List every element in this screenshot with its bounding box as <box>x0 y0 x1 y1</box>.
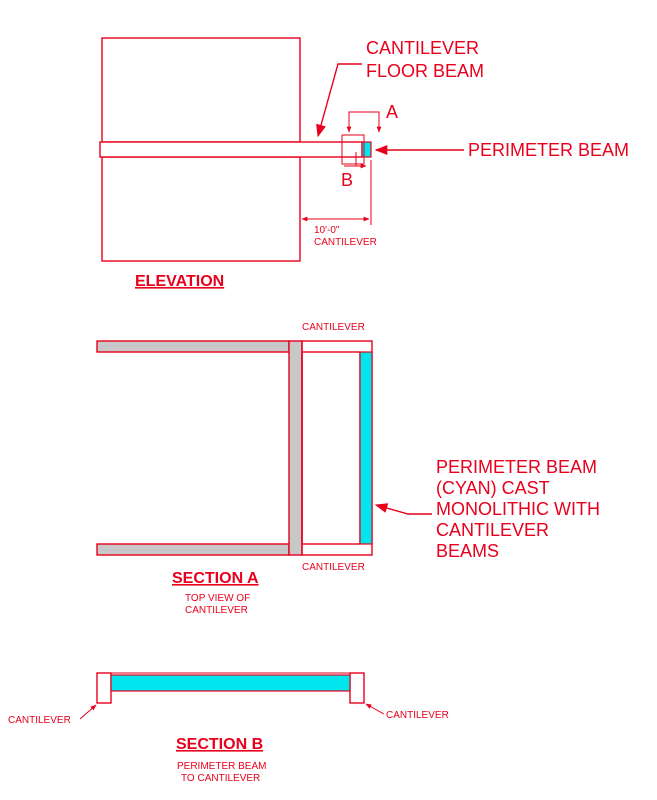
bottom-cantilever-beam <box>96 543 290 556</box>
section-b-label-right: CANTILEVER <box>386 710 449 721</box>
section-b-label-left: CANTILEVER <box>8 715 71 726</box>
label-perimeter-beam: PERIMETER BEAM <box>468 140 629 160</box>
section-cut-box <box>341 134 365 165</box>
section-a-subtitle-2: CANTILEVER <box>185 605 248 616</box>
left-cantilever-end <box>96 672 112 704</box>
top-cantilever-beam <box>96 340 290 353</box>
section-b-subtitle-1: PERIMETER BEAM <box>177 761 266 772</box>
leader-perimeter-note <box>374 503 432 515</box>
section-a-subtitle-1: TOP VIEW OF <box>185 593 250 604</box>
section-a-label-cantilever-top: CANTILEVER <box>302 322 365 333</box>
perimeter-beam-elevation <box>361 141 372 158</box>
perimeter-beam-plan <box>359 351 373 545</box>
leader-right-cantilever <box>365 703 385 715</box>
perimeter-beam-note-5: BEAMS <box>436 541 499 561</box>
section-a-title: SECTION A <box>172 570 259 587</box>
perimeter-beam-section <box>110 674 351 692</box>
section-b-view: CANTILEVER CANTILEVER SECTION B PERIMETE… <box>8 672 449 784</box>
leader-floor-beam <box>316 63 362 138</box>
elevation-title: ELEVATION <box>135 273 224 290</box>
label-floor-beam: FLOOR BEAM <box>366 61 484 81</box>
section-b-subtitle-2: TO CANTILEVER <box>181 773 260 784</box>
section-a-label-cantilever-bottom: CANTILEVER <box>302 562 365 573</box>
support-beam <box>288 340 303 556</box>
leader-left-cantilever <box>79 704 97 720</box>
perimeter-beam-note-4: CANTILEVER <box>436 520 549 540</box>
section-b-title: SECTION B <box>176 736 263 753</box>
dimension-value: 10'-0" <box>314 225 340 236</box>
perimeter-beam-note-2: (CYAN) CAST <box>436 478 550 498</box>
perimeter-beam-note-3: MONOLITHIC WITH <box>436 499 600 519</box>
elevation-view: A B CANTILEVER FLOOR BEAM PERIMETER BEAM… <box>99 37 629 290</box>
upper-brick-wall <box>101 37 301 143</box>
section-a-view: CANTILEVER CANTILEVER PERIMETER BEAM (CY… <box>96 322 600 616</box>
label-cantilever: CANTILEVER <box>366 38 479 58</box>
dimension-label: CANTILEVER <box>314 237 377 248</box>
cantilever-frame-inner <box>301 351 361 545</box>
section-a-marker <box>348 111 380 124</box>
right-cantilever-end <box>349 672 365 704</box>
cantilever-floor-beam <box>99 141 363 158</box>
lower-brick-wall <box>101 156 301 262</box>
section-mark-a: A <box>386 102 398 122</box>
perimeter-beam-note-1: PERIMETER BEAM <box>436 457 597 477</box>
section-mark-b: B <box>341 170 353 190</box>
